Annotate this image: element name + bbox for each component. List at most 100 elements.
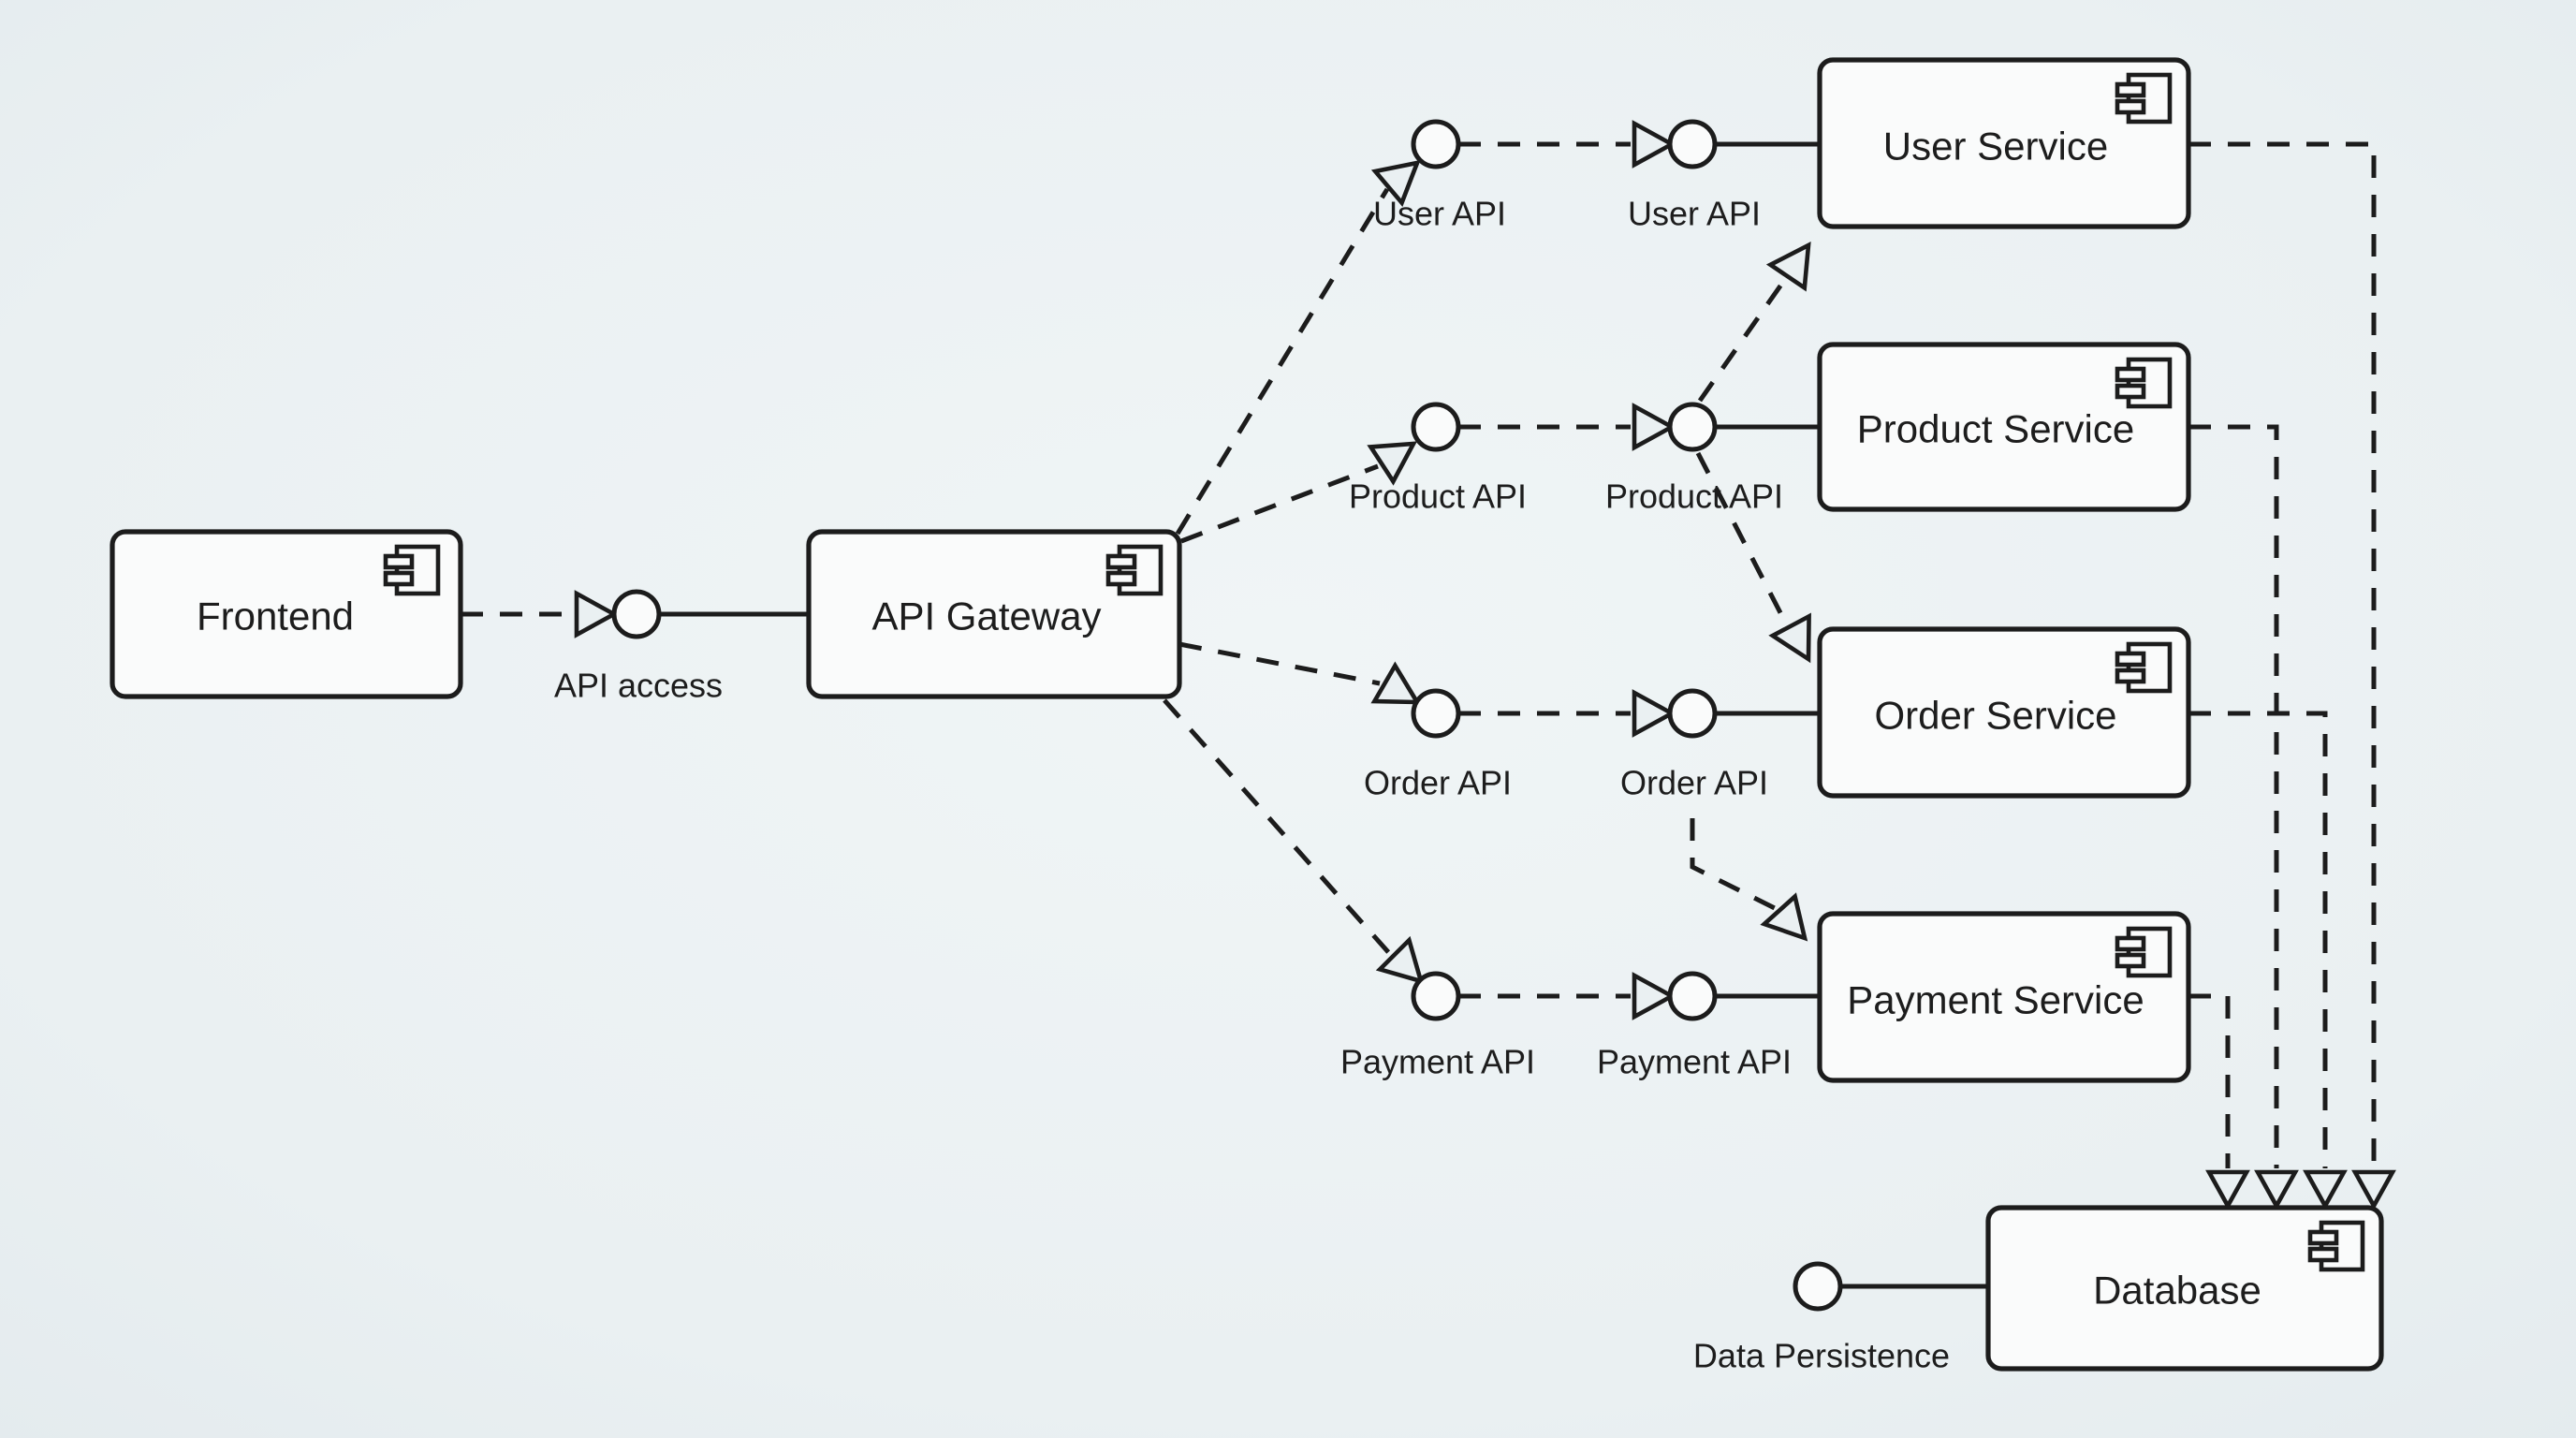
order-api-provided-label: Order API bbox=[1620, 764, 1768, 802]
gateway-product-dashed-line bbox=[1180, 463, 1379, 544]
component-label: Payment Service bbox=[1847, 978, 2144, 1022]
component-icon-tab bbox=[2115, 651, 2146, 668]
component-icon bbox=[2307, 1220, 2365, 1272]
component-icon-tab bbox=[383, 570, 415, 587]
dependency-arrowhead-payment-service bbox=[1760, 892, 1808, 942]
component-icon-body bbox=[2126, 641, 2173, 694]
order-service-component: Order Service bbox=[1817, 626, 2191, 799]
order-service-box bbox=[1817, 626, 2191, 799]
component-label: API Gateway bbox=[871, 594, 1101, 638]
component-icon-tab bbox=[2115, 952, 2146, 969]
product-api-provided-label: Product API bbox=[1605, 477, 1783, 516]
dependency-arrowhead-payment-api-provided bbox=[1632, 972, 1676, 1020]
component-icon-body bbox=[394, 544, 441, 596]
api-gateway-component: API Gateway bbox=[806, 529, 1182, 699]
component-icon-tab bbox=[2115, 383, 2146, 400]
database-box bbox=[1985, 1205, 2384, 1372]
frontend-component: Frontend bbox=[110, 529, 463, 699]
component-icon-body bbox=[2126, 926, 2173, 978]
payment-db-dashed-line bbox=[2188, 993, 2231, 1168]
frontend-box bbox=[110, 529, 463, 699]
database-component: Database bbox=[1985, 1205, 2384, 1372]
product-api-required-interface-circle bbox=[1411, 402, 1461, 452]
product-service-component: Product Service bbox=[1817, 342, 2191, 512]
connector-product-service-to-database bbox=[2188, 424, 2299, 1211]
connector-data-persistence: Data Persistence bbox=[1693, 1261, 1988, 1375]
order-api-required-label: Order API bbox=[1364, 764, 1512, 802]
component-label: Order Service bbox=[1874, 694, 2116, 738]
gateway-order-dashed-line bbox=[1178, 641, 1381, 686]
payment-service-component: Payment Service bbox=[1817, 911, 2191, 1083]
component-icon-tab bbox=[2115, 81, 2146, 98]
dependency-arrowhead-db-from-payment bbox=[2205, 1169, 2250, 1211]
product-order-cross-dashed-line bbox=[1695, 451, 1791, 629]
dependency-arrowhead-order-api-provided bbox=[1632, 689, 1676, 738]
dependency-arrowhead-product-api-provided bbox=[1632, 403, 1676, 451]
connector-order-service-to-database bbox=[2188, 711, 2348, 1211]
payment-api-required-label: Payment API bbox=[1340, 1043, 1535, 1081]
component-label: User Service bbox=[1883, 125, 2108, 169]
dependency-arrowhead-user-api-required bbox=[1370, 159, 1421, 208]
component-icon-body bbox=[2126, 357, 2173, 409]
component-icon-tab bbox=[2115, 366, 2146, 383]
product-api-required-label: Product API bbox=[1349, 477, 1527, 516]
payment-api-required-interface-circle bbox=[1411, 971, 1461, 1021]
api-access-interface-circle bbox=[611, 589, 662, 639]
connector-payment-service-to-database bbox=[2188, 993, 2250, 1211]
dependency-arrowhead-api-access bbox=[574, 590, 619, 638]
component-icon-tab bbox=[2115, 935, 2146, 952]
component-icon-tab bbox=[1105, 570, 1137, 587]
user-service-component: User Service bbox=[1817, 57, 2191, 229]
connector-product-api-to-order-service bbox=[1695, 451, 1811, 664]
dependency-arrowhead-db-from-user bbox=[2351, 1169, 2396, 1211]
user-api-required-label: User API bbox=[1373, 195, 1506, 233]
component-icon bbox=[383, 544, 441, 596]
component-icon bbox=[2115, 641, 2173, 694]
component-icon-body bbox=[2319, 1220, 2365, 1272]
product-service-box bbox=[1817, 342, 2191, 512]
connector-product-api-to-user-service bbox=[1697, 242, 1811, 403]
user-api-provided-interface-circle bbox=[1667, 119, 1718, 169]
component-icon bbox=[2115, 357, 2173, 409]
dependency-arrowhead-payment-api-required bbox=[1375, 935, 1425, 985]
data-persistence-interface-circle bbox=[1793, 1261, 1843, 1312]
dependency-arrowhead-product-api-required bbox=[1367, 441, 1418, 486]
connector-frontend-to-gateway: API access bbox=[461, 589, 809, 705]
data-persistence-label: Data Persistence bbox=[1693, 1337, 1950, 1375]
order-payment-cross-dashed-line bbox=[1690, 818, 1777, 911]
user-api-provided-label: User API bbox=[1628, 195, 1761, 233]
product-db-dashed-line bbox=[2188, 424, 2279, 1168]
product-api-provided-interface-circle bbox=[1667, 402, 1718, 452]
component-icon bbox=[2115, 926, 2173, 978]
order-db-dashed-line bbox=[2188, 711, 2328, 1168]
connector-gateway-to-order-service: Order API Order API bbox=[1178, 641, 1820, 802]
connector-gateway-to-user-service: User API User API bbox=[1175, 119, 1820, 536]
component-icon-tab bbox=[383, 553, 415, 570]
payment-api-provided-label: Payment API bbox=[1597, 1043, 1792, 1081]
component-label: Product Service bbox=[1857, 407, 2134, 451]
user-db-dashed-line bbox=[2188, 141, 2377, 1168]
component-icon-body bbox=[2126, 72, 2173, 125]
component-icon-body bbox=[1117, 544, 1164, 596]
product-user-cross-dashed-line bbox=[1697, 273, 1791, 403]
dependency-arrowhead-db-from-order bbox=[2303, 1169, 2348, 1211]
component-label: Database bbox=[2093, 1269, 2261, 1313]
dependency-arrowhead-user-api-provided bbox=[1632, 120, 1676, 169]
dependency-arrowhead-order-service bbox=[1768, 612, 1811, 664]
order-api-required-interface-circle bbox=[1411, 688, 1461, 739]
dependency-arrowhead-db-from-product bbox=[2254, 1169, 2299, 1211]
component-label: Frontend bbox=[197, 594, 354, 638]
api-access-label: API access bbox=[554, 667, 723, 705]
component-icon-tab bbox=[2115, 668, 2146, 684]
connector-gateway-to-product-service: Product API Product API bbox=[1180, 402, 1820, 544]
api-gateway-box bbox=[806, 529, 1182, 699]
dependency-arrowhead-user-service bbox=[1765, 242, 1811, 292]
gateway-payment-dashed-line bbox=[1163, 698, 1391, 955]
connector-order-api-to-payment-service bbox=[1690, 818, 1808, 942]
payment-api-provided-interface-circle bbox=[1667, 971, 1718, 1021]
connector-user-service-to-database bbox=[2188, 141, 2396, 1211]
connector-gateway-to-payment-service: Payment API Payment API bbox=[1163, 698, 1820, 1081]
gateway-user-dashed-line bbox=[1175, 187, 1390, 536]
